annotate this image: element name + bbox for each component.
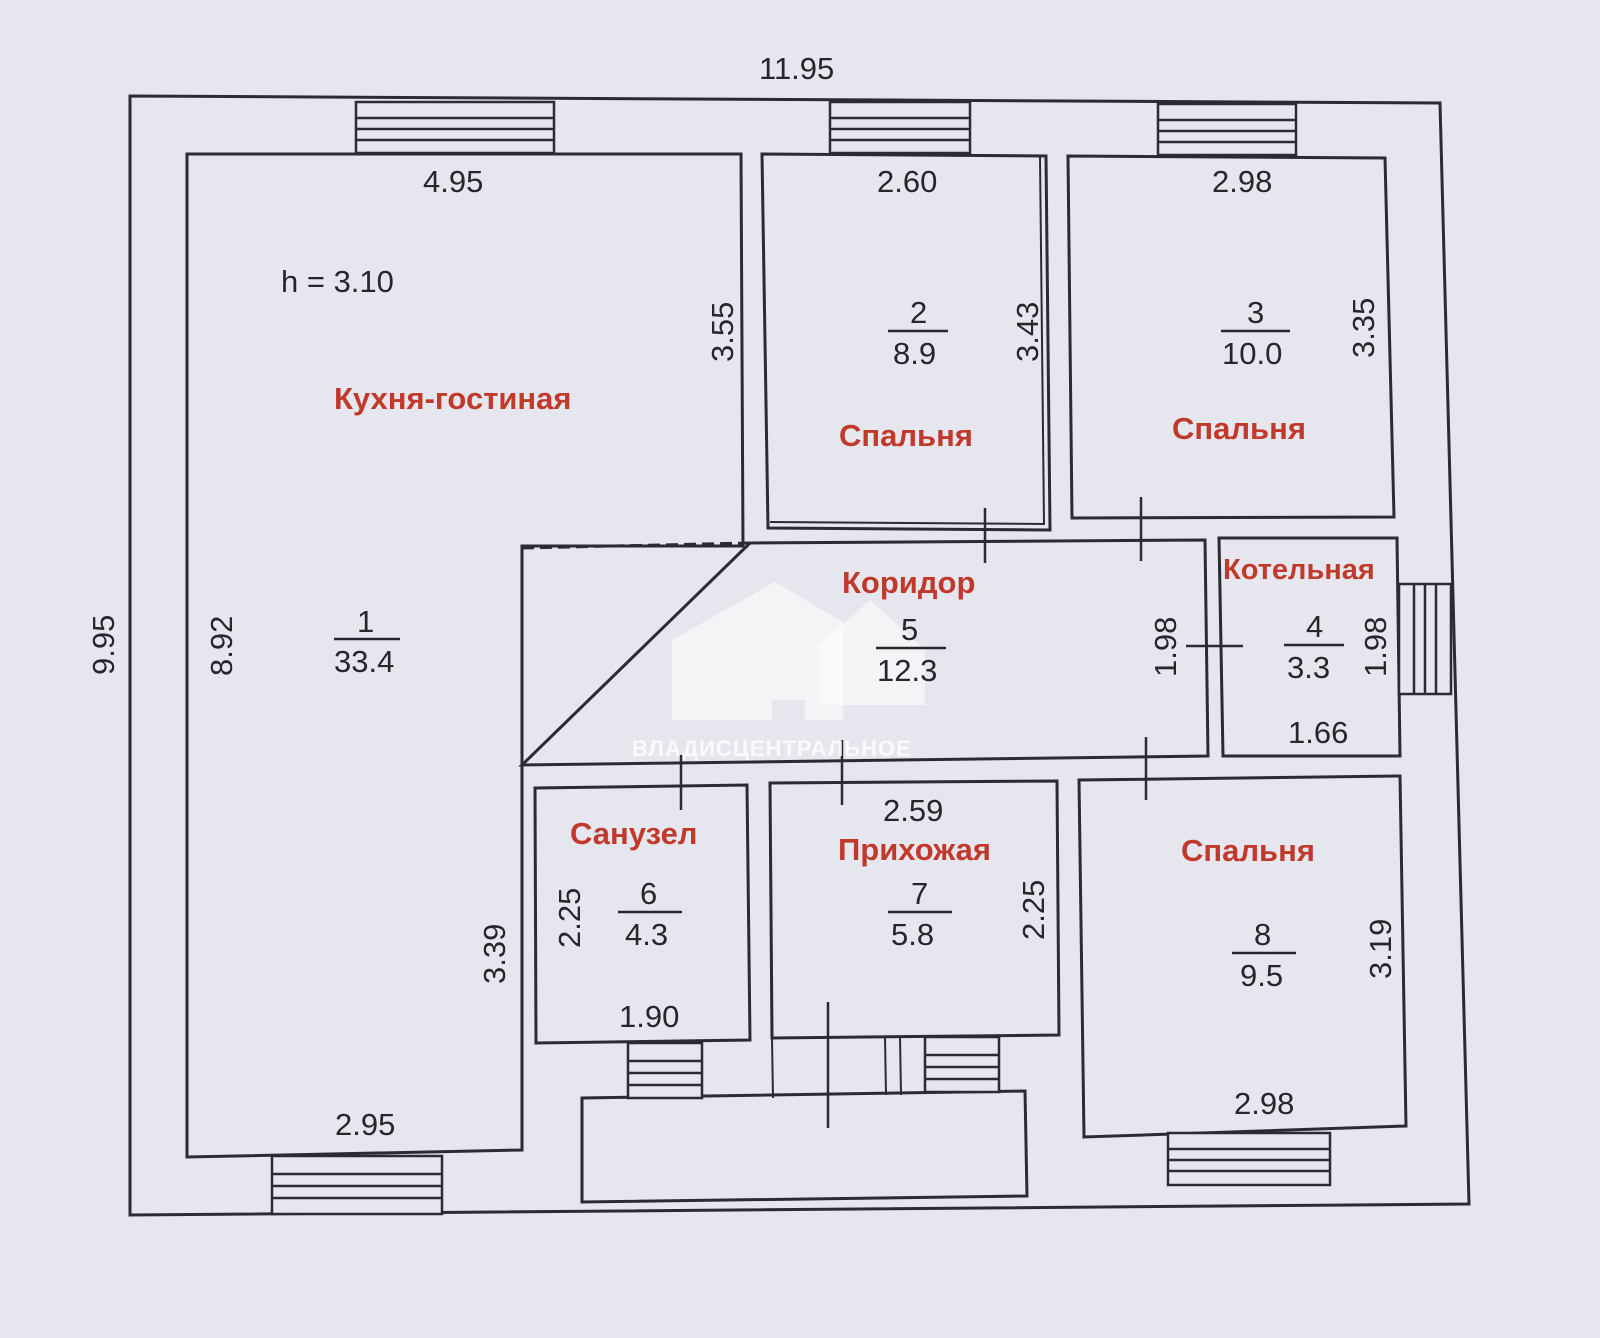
window-bottom-room-8 <box>1166 1131 1332 1187</box>
watermark-text: ВЛАДИСЦЕНТРАЛЬНОЕ <box>632 736 912 761</box>
room-7-right-dim: 2.25 <box>1016 880 1051 940</box>
room-5-right-dim: 1.98 <box>1148 617 1183 677</box>
room-3-top-dim: 2.98 <box>1212 164 1272 199</box>
room-2-number: 2 <box>910 295 927 330</box>
window-right-room-4 <box>1397 582 1453 696</box>
room-5-dashed-edge <box>520 541 751 765</box>
porch-column-left <box>884 1036 887 1096</box>
room-7-top-dim: 2.59 <box>883 793 943 828</box>
room-6-area: 4.3 <box>625 917 668 952</box>
overall-height-label: 9.95 <box>86 615 121 675</box>
window-room-7 <box>923 1035 1001 1094</box>
room-3-name: Спальня <box>1172 411 1306 446</box>
room-6-number: 6 <box>640 876 657 911</box>
room-1-right-lower-dim: 3.39 <box>477 924 512 984</box>
room-1-name: Кухня-гостиная <box>334 381 571 416</box>
room-6-bottom-dim: 1.90 <box>619 999 679 1034</box>
window-top-room-2 <box>828 100 972 155</box>
room-7-name: Прихожая <box>838 832 991 867</box>
room-1-outline <box>185 152 745 1159</box>
room-2-top-dim: 2.60 <box>877 164 937 199</box>
room-1-top-dim: 4.95 <box>423 164 483 199</box>
room-6-outline <box>533 783 752 1045</box>
door-markers <box>679 497 1243 1128</box>
porch-inner-lines <box>771 1037 774 1099</box>
room-8-area: 9.5 <box>1240 958 1283 993</box>
room-8-bottom-dim: 2.98 <box>1234 1086 1294 1121</box>
room-1-right-upper-dim: 3.55 <box>705 302 740 362</box>
room-3-area: 10.0 <box>1222 336 1282 371</box>
window-top-room-1 <box>354 100 556 155</box>
room-8-number: 8 <box>1254 917 1271 952</box>
room-8-name: Спальня <box>1181 833 1315 868</box>
room-5-name: Коридор <box>842 565 975 600</box>
room-2-outline <box>760 152 1052 532</box>
room-4-bottom-dim: 1.66 <box>1288 715 1348 750</box>
room-2-inner-line <box>769 156 1046 526</box>
room-5-outline <box>518 538 1210 767</box>
room-5-number: 5 <box>901 612 918 647</box>
room-4-area: 3.3 <box>1287 650 1330 685</box>
outer-wall <box>128 94 1471 1217</box>
room-8-outline <box>1077 774 1408 1139</box>
overall-width-label: 11.95 <box>759 51 834 86</box>
room-2-area: 8.9 <box>893 336 936 371</box>
room-4-right-dim: 1.98 <box>1358 617 1393 677</box>
room-4-name: Котельная <box>1223 554 1375 586</box>
room-3-outline <box>1066 154 1396 520</box>
room-4-outline <box>1217 536 1402 758</box>
room-7-number: 7 <box>911 876 928 911</box>
room-5-area: 12.3 <box>877 653 937 688</box>
watermark-logo: ВЛАДИСЦЕНТРАЛЬНОЕ <box>632 582 925 761</box>
room-1-number: 1 <box>357 604 374 639</box>
window-top-room-3 <box>1156 102 1298 157</box>
room-1-left-dim: 8.92 <box>204 616 239 676</box>
porch-column-right <box>899 1036 902 1096</box>
room-1-area: 33.4 <box>334 644 394 679</box>
room-3-number: 3 <box>1247 295 1264 330</box>
room-7-area: 5.8 <box>891 917 934 952</box>
window-bottom-room-1 <box>270 1154 444 1216</box>
room-2-name: Спальня <box>839 418 973 453</box>
room-6-left-dim: 2.25 <box>552 888 587 948</box>
room-7-outline <box>768 779 1061 1040</box>
porch-outline <box>580 1089 1029 1204</box>
room-1-bottom-dim: 2.95 <box>335 1107 395 1142</box>
window-room-6 <box>626 1041 704 1100</box>
room-8-right-dim: 3.19 <box>1363 919 1398 979</box>
room-2-right-dim: 3.43 <box>1010 302 1045 362</box>
room-3-right-dim: 3.35 <box>1346 298 1381 358</box>
room-6-name: Санузел <box>570 816 698 851</box>
room-4-number: 4 <box>1306 609 1323 644</box>
ceiling-height-label: h = 3.10 <box>281 264 394 299</box>
